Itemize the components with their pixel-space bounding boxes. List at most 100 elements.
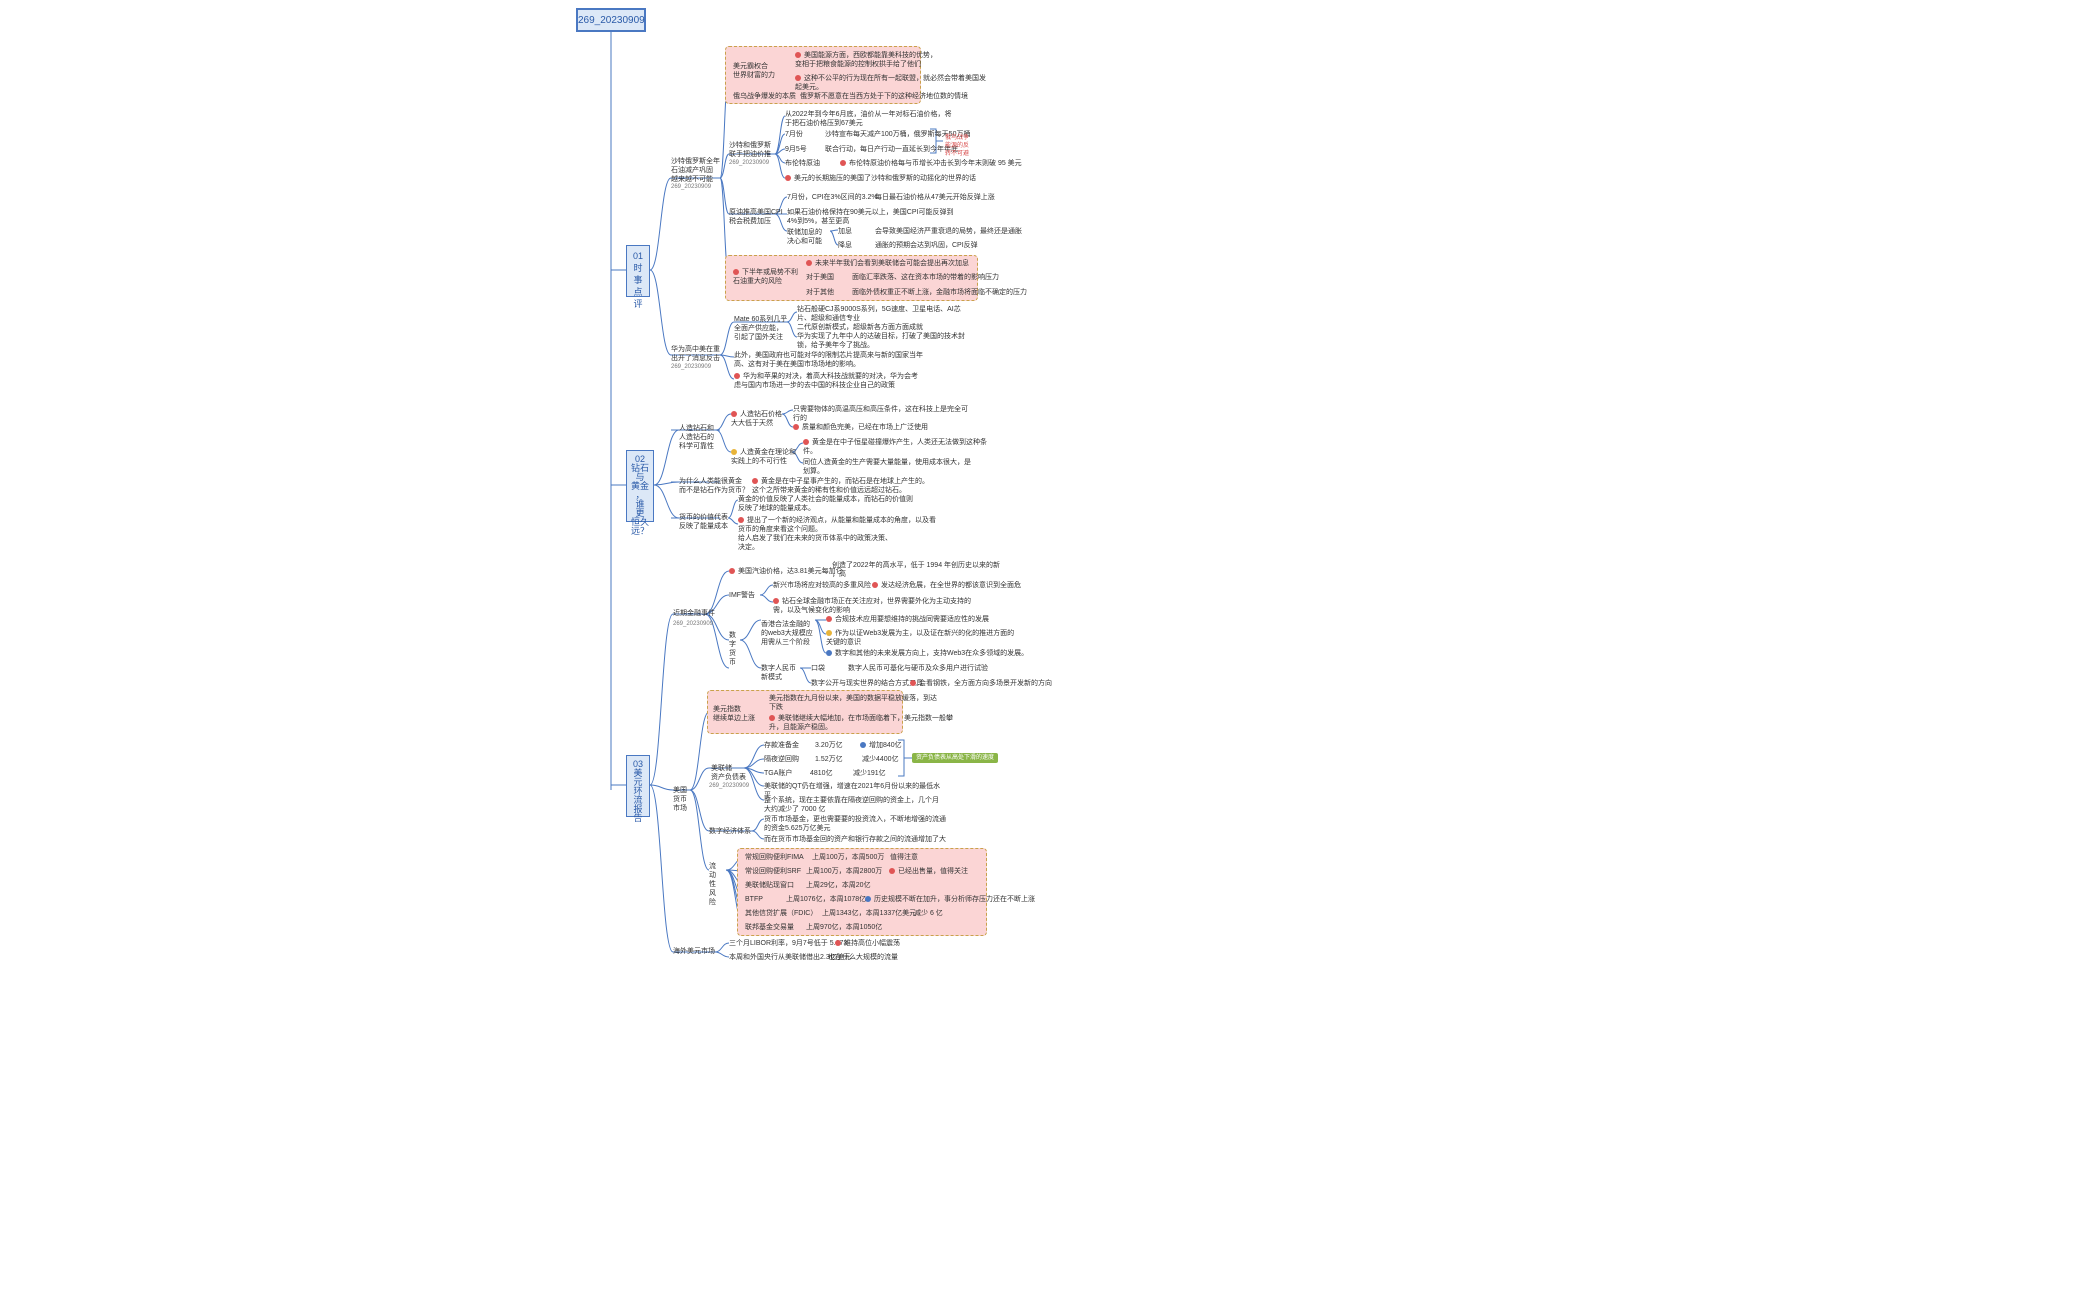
r3-change[interactable]: 减少191亿: [853, 770, 886, 777]
l4-value[interactable]: 上周1076亿，本周1078亿: [786, 896, 867, 903]
huawei-p2[interactable]: 高、这有对于美在美国市场场地的影响。: [734, 361, 860, 368]
us-dominance-label[interactable]: 美元霸权合 世界财富的力: [733, 63, 775, 79]
l3-label[interactable]: 美联储贴现窗口: [745, 882, 794, 889]
july-label[interactable]: 7月份: [785, 131, 803, 138]
l4-change[interactable]: 历史规模不断在加升，事分析师存压力还在不断上涨: [865, 895, 1035, 904]
r2-label[interactable]: 隔夜逆回购: [764, 756, 799, 763]
imf-label[interactable]: IMF警告: [729, 592, 756, 599]
why-note[interactable]: 黄金是在中子星事产生的，而钻石是在地球上产生的。 这个之所带来黄金的稀有性和价值…: [752, 477, 929, 495]
imf-1-note[interactable]: 发达经济危展，在全世界的都该意识到全面危: [872, 581, 1021, 590]
l1-label[interactable]: 常规回购便利FIMA: [745, 854, 804, 861]
us-pressure[interactable]: 美元的长期施压的美国了沙特和俄罗斯的动摇化的世界的话: [785, 174, 976, 183]
brent-note[interactable]: 布伦特原油价格每与币增长冲击长到今年末则破 95 美元: [840, 159, 1022, 168]
fed-stop-note[interactable]: 通胀的预期会达到巩固，CPI反弹: [875, 242, 978, 249]
r1-value[interactable]: 3.20万亿: [815, 742, 843, 749]
digital-label[interactable]: 数 字 货 币: [729, 632, 736, 666]
fed-raise[interactable]: 加息: [838, 228, 852, 235]
rmb-1-note[interactable]: 数字人民币可基化与硬币及众多用户进行试验: [848, 665, 988, 672]
a1-label[interactable]: 美国汽油价格，达3.81美元每加仑: [729, 567, 843, 576]
l3-value[interactable]: 上周29亿，本周20亿: [806, 882, 871, 889]
cpi-label[interactable]: 原油推高美国CPI 税会税费加压: [729, 209, 783, 225]
l1-change[interactable]: 值得注意: [890, 854, 918, 861]
cpi-july-note[interactable]: 每日最石油价格从47美元开始反弹上涨: [875, 194, 995, 201]
rmb-label[interactable]: 数字人民币 新模式: [761, 665, 796, 681]
july-note[interactable]: 沙特宣布每天减产100万桶，俄罗斯每天50万桶: [825, 131, 971, 138]
oil-since[interactable]: 从2022年到今年6月底，油价从一年对标石油价格，将 于把石油价格压到67美元: [785, 111, 952, 127]
box2-a-note[interactable]: 面临汇率跌落、这在资本市场的带着的影响压力: [852, 274, 999, 281]
r3-label[interactable]: TGA账户: [764, 770, 793, 777]
war-note[interactable]: 俄罗斯不愿意在当西方处于下的这种经济地位数的情境: [800, 93, 968, 100]
root-node[interactable]: 269_20230909: [576, 8, 646, 32]
l6-label[interactable]: 联邦基金交易量: [745, 924, 794, 931]
huawei-label[interactable]: 华为高中美在重 出开了消息反击: [671, 346, 720, 362]
huawei-p[interactable]: 此外，美国政府也可能对华的限制芯片提高来与新的国家当年: [734, 352, 923, 359]
rmb-2-note[interactable]: 会看钢铁，全方面方向多场景开发新的方向: [910, 679, 1052, 688]
l5-label[interactable]: 其他信贷扩展（FDIC）: [745, 910, 818, 917]
l5-change[interactable]: 减少 6 亿: [914, 910, 943, 917]
rmb-2[interactable]: 数字公开与现实世界的结合方式工具: [811, 680, 923, 687]
box2-a[interactable]: 对于美国: [806, 274, 834, 281]
why-label[interactable]: 为什么人类能很黄金 而不是钻石作为货币？: [679, 478, 749, 494]
d1-note-1[interactable]: 只需要物体的高温高压和高压条件，这在科技上是完全可 行的: [793, 406, 968, 422]
sep5-label[interactable]: 9月5号: [785, 146, 807, 153]
box2-b-note[interactable]: 面临外债权重正不断上涨，金融市场将面临不确定的压力: [852, 289, 1027, 296]
r2-value[interactable]: 1.52万亿: [815, 756, 843, 763]
topic-oil-cut[interactable]: 沙特俄罗斯全年 石油减产巩固 越来越不可能: [671, 158, 720, 183]
a1-note[interactable]: 创造了2022年的高水平，低于 1994 年创历史以来的新 ，高: [832, 562, 1001, 578]
money-2[interactable]: 而在货币市场基金回的资产和银行存款之间的流通增加了大: [764, 836, 946, 843]
money-1[interactable]: 货币市场基金，更也需要要的投资流入，不断地增强的流通 的资金5.625万亿美元: [764, 816, 946, 832]
r2-change[interactable]: 减少4400亿: [862, 756, 899, 763]
section-1-node[interactable]: 01 时 事 点 评: [626, 245, 650, 309]
box3-label[interactable]: 美元指数 继续单边上涨: [713, 706, 755, 722]
qt-note[interactable]: 美联储的QT仍在增强，增速在2021年6月份以来的最低水 平: [764, 783, 941, 799]
offshore-1[interactable]: 三个月LIBOR利率，9月7号低于 5.673: [729, 940, 848, 947]
web3-3[interactable]: 数字和其他的未来发展方向上，支持Web3在众多领域的发展。: [826, 649, 1028, 658]
r3-value[interactable]: 4810亿: [810, 770, 833, 777]
box2-label[interactable]: 下半年或局势不利 石油重大的风险: [733, 268, 798, 286]
r1-change[interactable]: 增加840亿: [860, 741, 902, 750]
mate-label[interactable]: Mate 60系列几乎 全面产供应能， 引起了国外关注: [734, 316, 788, 341]
mate-note-1[interactable]: 钻石般硬CJ系9000S系列，5G速度、卫星电话、AI芯 片、超级和通信专业 二…: [797, 306, 961, 331]
cpi-july[interactable]: 7月份，CPI在3%区间的3.2%: [787, 194, 878, 201]
d1-label[interactable]: 人造钻石价格 大大低于天然: [731, 410, 782, 428]
web3-1[interactable]: 合规技术应用要想维持的挑战同需要适应性的发展: [826, 615, 989, 624]
fed-raise-note[interactable]: 会导致美国经济严重衰退的局势，最终还是通胀: [875, 228, 1022, 235]
l2-value[interactable]: 上周100万，本周2800万: [806, 868, 883, 875]
web3-label[interactable]: 香港合法金融的 的web3大规模应 用需从三个阶段: [761, 621, 813, 646]
trend-label[interactable]: 近期金融事件: [673, 610, 715, 617]
box3-1[interactable]: 美元指数在九月份以来，美国的数据平稳放缓落，到达 下跌: [769, 695, 937, 711]
offshore-1-note[interactable]: 维持高位小幅震荡: [835, 939, 900, 948]
r1-label[interactable]: 存款准备金: [764, 742, 799, 749]
assets-label[interactable]: 美联储 资产负债表: [711, 765, 746, 781]
cpi-90[interactable]: 如果石油价格保持在90美元以上，美国CPI可能反弹到 4%到5%，甚至更高: [787, 209, 954, 225]
fed-label[interactable]: 联储加息的 决心和可能: [787, 229, 822, 245]
mate-note-2[interactable]: 华为实现了九年中人的达破目标，打破了美国的技术封 锁，给予美年今了挑战。: [797, 333, 965, 349]
imf-1[interactable]: 新兴市场将应对较高的多重风险: [773, 582, 871, 589]
currency-c1[interactable]: 黄金的价值反映了人类社会的能量成本，而钻石的价值则 反映了地球的能量成本。: [738, 496, 913, 512]
diamond-label[interactable]: 人造钻石和 人造钻石的 科学可靠性: [679, 425, 714, 450]
offshore-2-note[interactable]: 也在什么大规模的流量: [828, 954, 898, 961]
currency-c2[interactable]: 提出了一个新的经济观点，从能量和能量成本的角度，以及看 货币的角度来看这个问题。…: [738, 516, 936, 552]
section-2-node[interactable]: 02 钻石 与 黄金 ， 谁 更 恒久 远？: [626, 450, 654, 536]
l5-value[interactable]: 上周1343亿，本周1337亿美元: [822, 910, 917, 917]
lb-label[interactable]: 美国 货币 市场: [673, 787, 687, 812]
currency-label[interactable]: 货币的价值代表 反映了能量成本: [679, 514, 728, 530]
offshore-2[interactable]: 本周和外国央行从美联储借出2.3亿美元: [729, 954, 851, 961]
d2-label[interactable]: 人造黄金在理论和 实践上的不可行性: [731, 448, 796, 466]
us-note-2[interactable]: 这种不公平的行为现在所有一起联盟，就必然会带着美国发 起美元。: [795, 74, 986, 92]
sep5-note[interactable]: 联合行动，每日产行动一直延长到今年年底: [825, 146, 958, 153]
l1-value[interactable]: 上周100万，本周500万: [812, 854, 885, 861]
l6-value[interactable]: 上周970亿，本周1050亿: [806, 924, 883, 931]
l2-label[interactable]: 常设回购便利SRF: [745, 868, 801, 875]
war-label[interactable]: 俄乌战争爆发的本质: [733, 93, 796, 100]
d2-note-1[interactable]: 黄金是在中子恒星碰撞爆炸产生，人类还无法做到这种条 件。: [803, 438, 987, 456]
web3-2[interactable]: 作为以证Web3发展为主，以及证在新兴的化的推进方面的 关键的意识: [826, 629, 1014, 647]
offshore-label[interactable]: 海外美元市场: [673, 948, 715, 955]
l4-label[interactable]: BTFP: [745, 896, 763, 903]
liq-label[interactable]: 流 动 性 风 险: [709, 863, 716, 906]
rmb-1[interactable]: 口袋: [811, 665, 825, 672]
money-label[interactable]: 数字经济体系: [709, 828, 751, 835]
oil-label[interactable]: 沙特和俄罗斯 联手把油价推: [729, 142, 771, 158]
box2-b[interactable]: 对于其他: [806, 289, 834, 296]
l2-change[interactable]: 已经出售量，值得关注: [889, 867, 968, 876]
